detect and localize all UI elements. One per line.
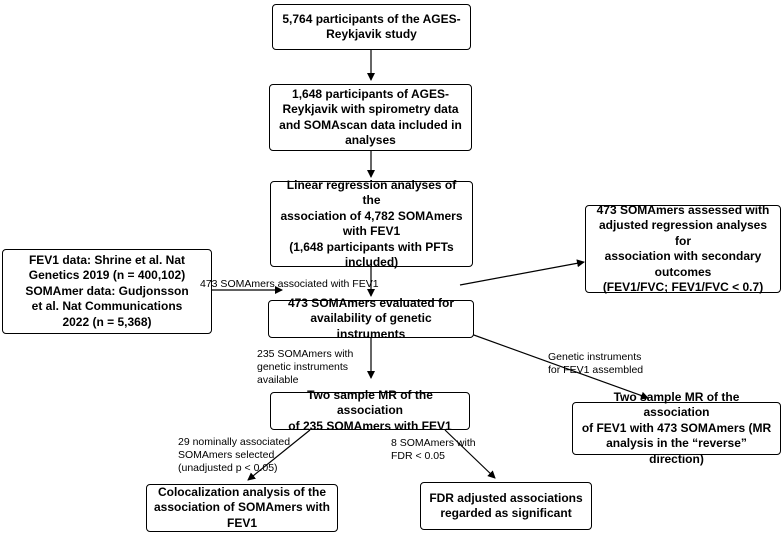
box-mr-forward: Two sample MR of the association of 235 … (270, 388, 470, 433)
box-secondary-outcomes: 473 SOMAmers assessed with adjusted regr… (585, 203, 781, 294)
box-evaluated-instruments: 473 SOMAmers evaluated for availability … (268, 296, 474, 341)
arrow-mr-forward-to-colocalization (247, 429, 311, 481)
label-fev1-instruments: Genetic instruments for FEV1 assembled (548, 351, 644, 376)
arrow-mr-forward-to-fdr (444, 429, 496, 479)
arrow-evaluated-to-mr-reverse (459, 329, 649, 400)
arrow-evaluated-to-secondary (459, 259, 585, 286)
box-included-participants: 1,648 participants of AGES- Reykjavik wi… (269, 84, 472, 151)
label-235-instruments: 235 SOMAmers with genetic instruments av… (257, 348, 354, 386)
box-data-sources: FEV1 data: Shrine et al. Nat Genetics 20… (2, 249, 212, 334)
label-8-fdr: 8 SOMAmers with FDR < 0.05 (391, 437, 476, 462)
box-mr-reverse: Two sample MR of the association of FEV1… (572, 390, 781, 466)
label-29-nominal: 29 nominally associated SOMAmers selecte… (178, 436, 291, 474)
box-linear-regression: Linear regression analyses of the associ… (270, 178, 473, 269)
box-colocalization: Colocalization analysis of the associati… (146, 484, 338, 532)
box-fdr-significant: FDR adjusted associations regarded as si… (420, 482, 592, 530)
box-participants: 5,764 participants of the AGES- Reykjavi… (272, 4, 471, 50)
label-473-associated: 473 SOMAmers associated with FEV1 (200, 278, 379, 290)
